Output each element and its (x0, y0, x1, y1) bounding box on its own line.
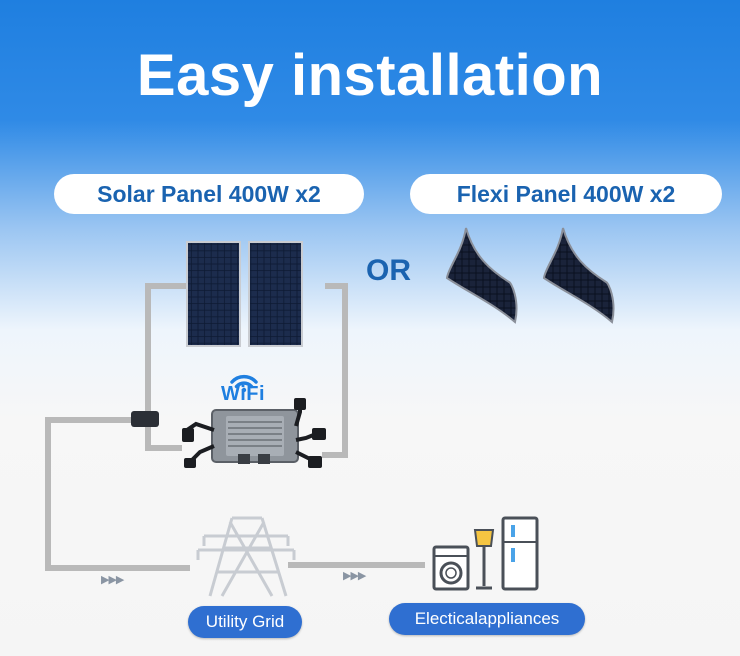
branch-connector (131, 411, 159, 427)
refrigerator-icon (501, 516, 539, 591)
wiring (45, 283, 425, 571)
transmission-tower-icon (196, 516, 296, 597)
page-title: Easy installation (136, 43, 604, 108)
flow-arrows-middle: ▶▶▶ (343, 569, 366, 582)
solar-panel-option-label: Solar Panel 400W x2 (54, 174, 364, 214)
utility-grid-label: Utility Grid (188, 606, 302, 638)
microinverter-icon (182, 398, 326, 468)
flexible-panel-icon (445, 227, 615, 324)
wifi-icon (230, 374, 258, 393)
or-separator: OR (366, 254, 411, 287)
floor-lamp-icon (473, 529, 495, 590)
washing-machine-icon (432, 545, 470, 591)
flow-arrows-left: ▶▶▶ (101, 573, 124, 586)
flexi-panel-option-label: Flexi Panel 400W x2 (410, 174, 722, 214)
wifi-label: WiFi (221, 383, 266, 405)
electrical-appliances-label: Electicalappliances (389, 603, 585, 635)
solar-panel-icon (186, 241, 303, 347)
